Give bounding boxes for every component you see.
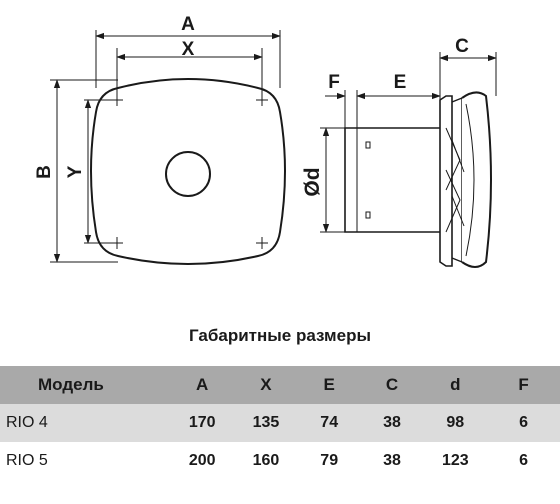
cell-model: RIO 5 [0, 442, 171, 480]
impeller-blades [445, 127, 465, 233]
header-c: C [360, 366, 424, 404]
table-title: Габаритные размеры [189, 326, 371, 345]
header-x: X [234, 366, 298, 404]
header-f: F [487, 366, 560, 404]
cell-f: 6 [487, 404, 560, 442]
cell-x: 160 [234, 442, 298, 480]
cell-e: 79 [297, 442, 361, 480]
dim-label-d: Ød [301, 167, 324, 196]
cell-model: RIO 4 [0, 404, 171, 442]
dim-label-f: F [328, 72, 340, 93]
cell-a: 170 [170, 404, 235, 442]
header-model: Модель [0, 366, 171, 404]
center-hole [165, 151, 211, 197]
header-a: A [170, 366, 235, 404]
header-d: d [423, 366, 488, 404]
table-row: RIO 4 170 135 74 38 98 6 [0, 404, 560, 442]
cell-c: 38 [360, 404, 424, 442]
front-cover [461, 91, 492, 268]
cell-f: 6 [487, 442, 560, 480]
dim-label-a: A [181, 14, 195, 35]
dim-label-x: X [182, 39, 195, 60]
cell-x: 135 [234, 404, 298, 442]
dim-label-c: C [455, 36, 469, 57]
dimension-drawing: A X B Y [34, 14, 497, 268]
duct-sleeve [344, 127, 440, 233]
side-view [320, 52, 497, 268]
cell-a: 200 [170, 442, 235, 480]
dim-label-y: Y [65, 165, 86, 178]
table-row: RIO 5 200 160 79 38 123 6 [0, 442, 560, 480]
front-view: A X B Y [34, 14, 286, 265]
table-header-row: Модель A X E C d F [0, 366, 560, 404]
cell-c: 38 [360, 442, 424, 480]
cell-e: 74 [297, 404, 361, 442]
mount-plate [439, 95, 453, 267]
cell-d: 98 [423, 404, 488, 442]
cell-d: 123 [423, 442, 488, 480]
dim-label-e: E [394, 72, 407, 93]
dim-label-b: B [34, 165, 55, 179]
header-e: E [297, 366, 361, 404]
dimensions-table: Модель A X E C d F RIO 4 170 135 74 38 9… [0, 366, 560, 480]
housing [451, 96, 463, 264]
